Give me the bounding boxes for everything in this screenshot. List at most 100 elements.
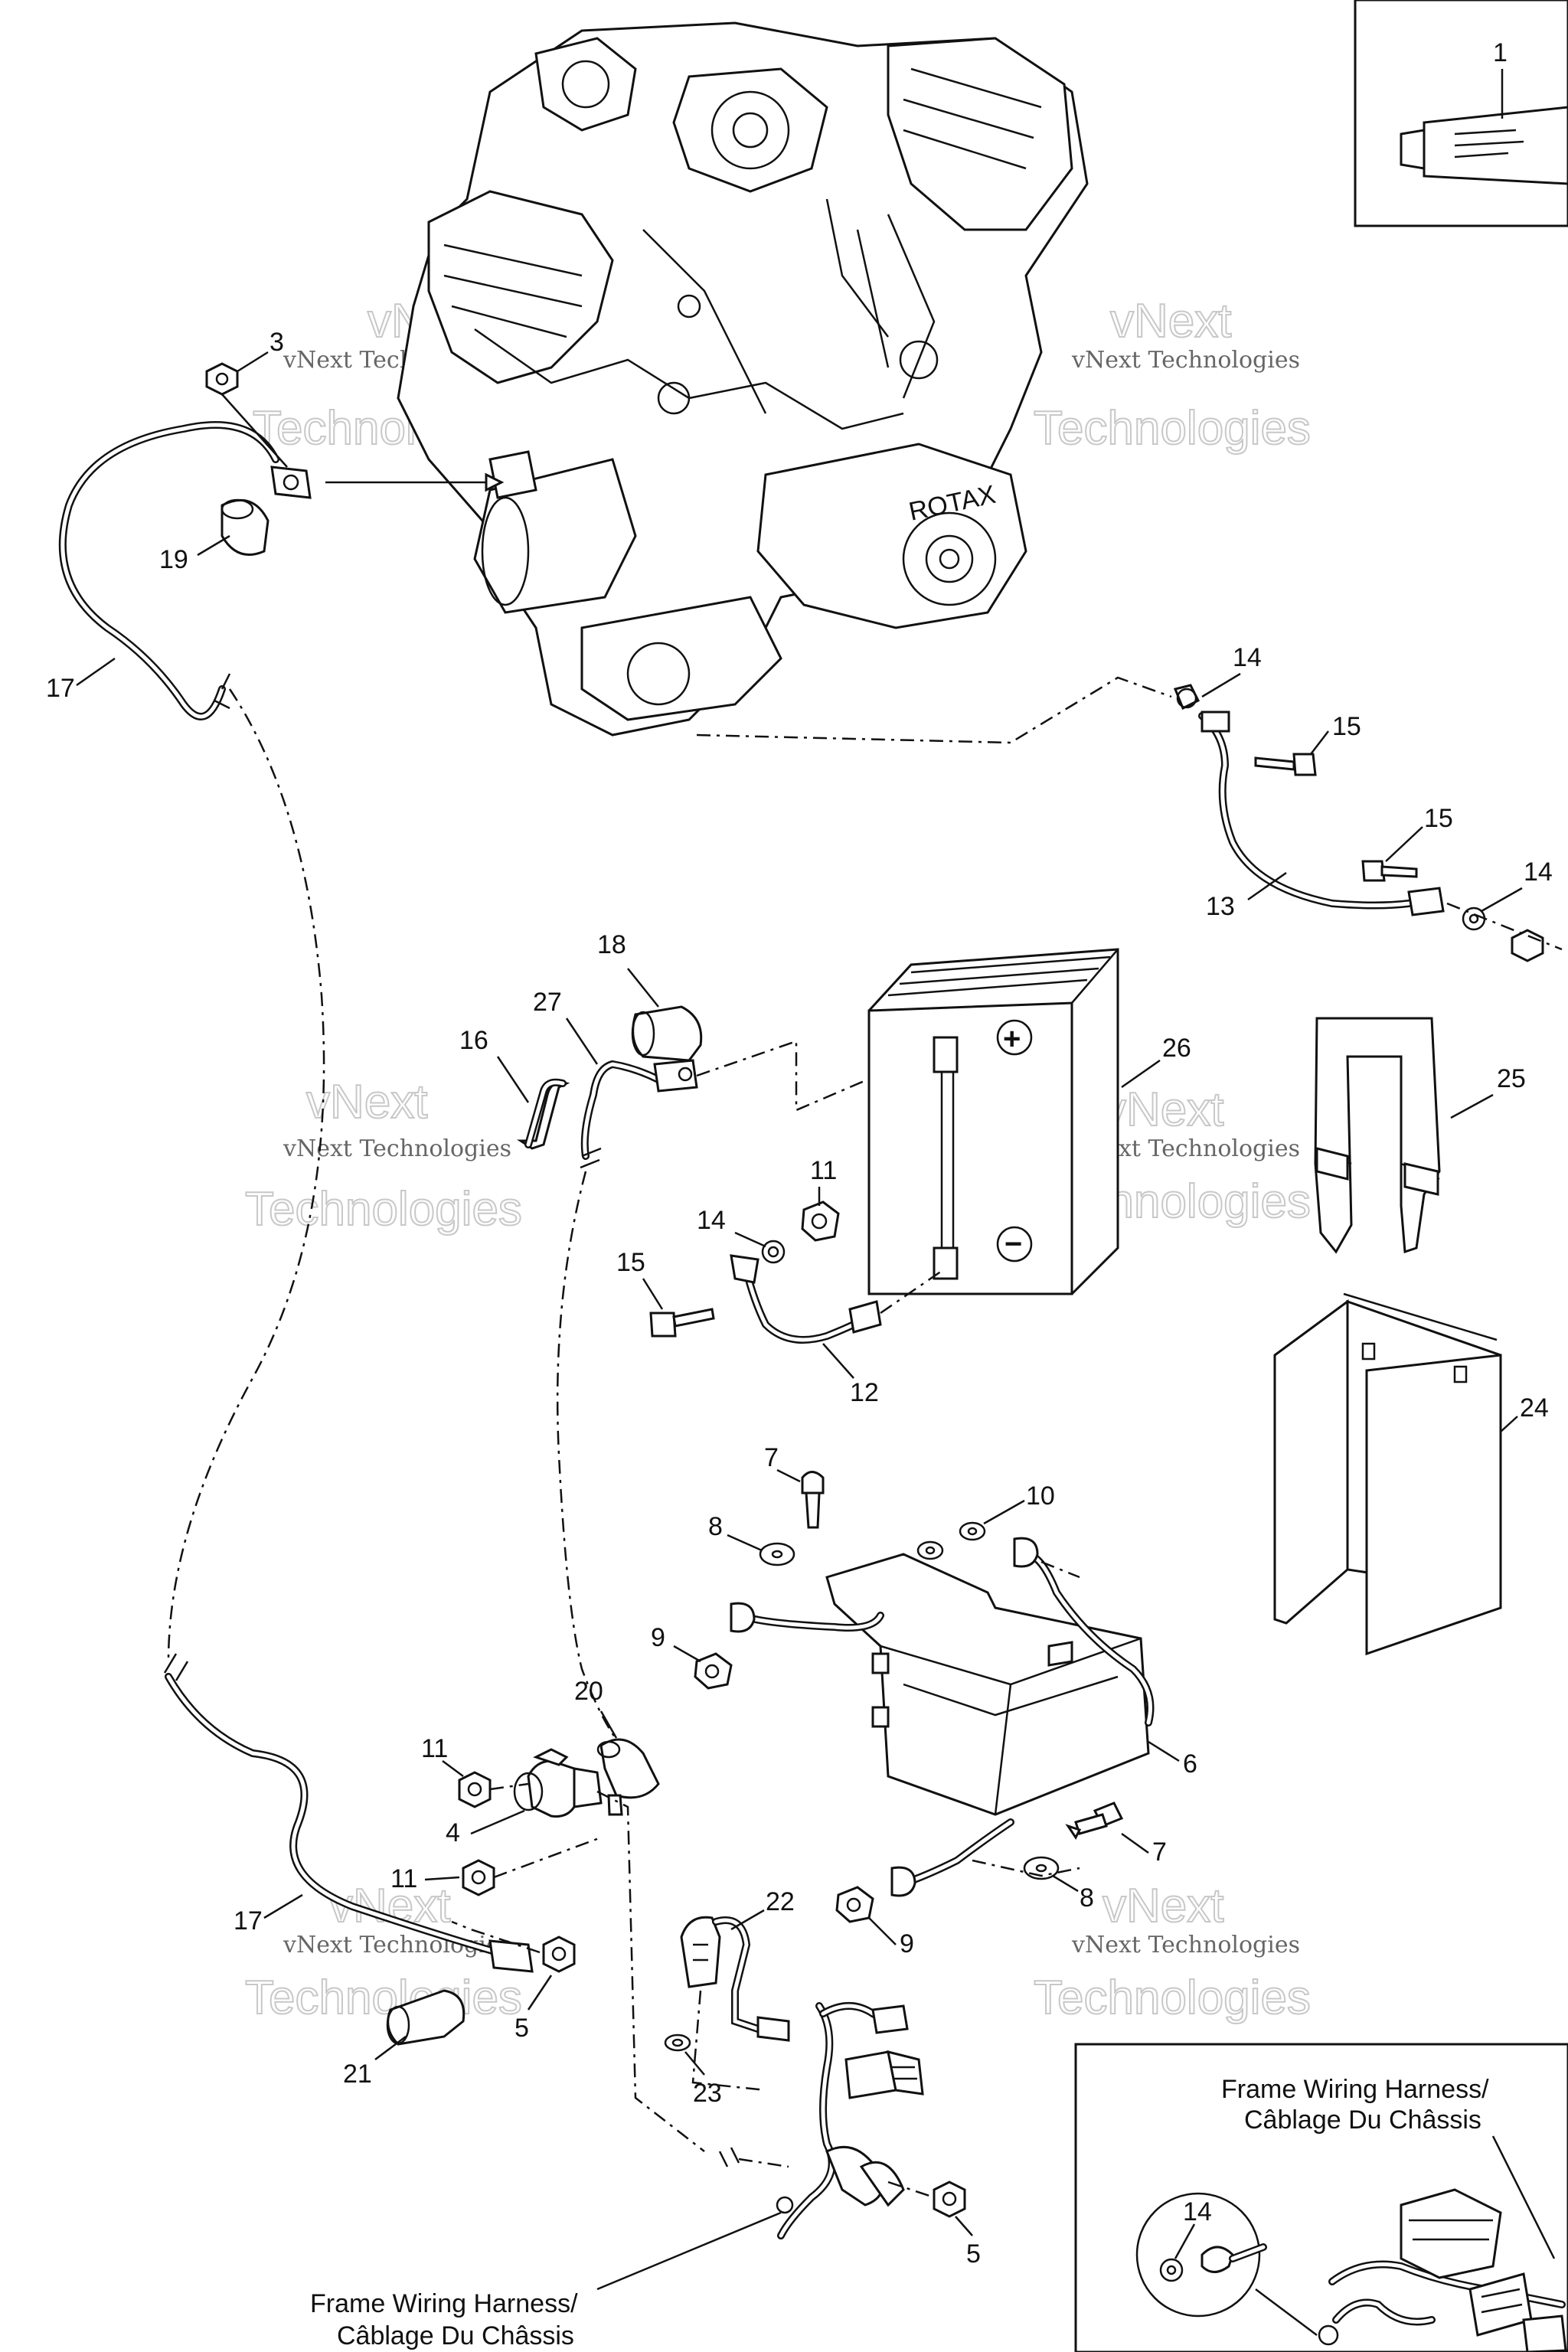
callout-15-top: 15 xyxy=(1332,712,1361,741)
part-14-star-washer xyxy=(761,1240,786,1264)
callout-19: 19 xyxy=(159,545,188,574)
callout-5-upper: 5 xyxy=(514,2014,529,2043)
callout-4: 4 xyxy=(446,1818,460,1847)
part-16-tube xyxy=(517,1078,570,1150)
callout-6: 6 xyxy=(1183,1749,1197,1779)
part-18-terminal-boot xyxy=(631,1005,703,1062)
part-8-washer-top xyxy=(759,1542,795,1566)
part-10-washers xyxy=(916,1521,986,1560)
watermark-text: vNext Technologies xyxy=(283,1135,511,1162)
engine-assembly: ROTAX xyxy=(397,21,1089,737)
callout-25: 25 xyxy=(1497,1064,1526,1093)
harness-caption-bottom: Frame Wiring Harness/ Câblage Du Châssis xyxy=(310,2211,782,2350)
watermark-word-2: Technologies xyxy=(1034,1971,1311,2024)
harness-caption-line2: Câblage Du Châssis xyxy=(337,2321,574,2350)
callout-23: 23 xyxy=(693,2079,722,2108)
callout-9-top: 9 xyxy=(651,1623,665,1652)
inset-detail-circle: 14 xyxy=(1135,2192,1267,2318)
part-27-positive-cable xyxy=(556,1040,904,1754)
frame-wiring-harness xyxy=(718,2002,924,2239)
callout-14-mid: 14 xyxy=(697,1206,726,1235)
part-15-bolt xyxy=(649,1308,715,1338)
callout-24: 24 xyxy=(1520,1393,1549,1423)
watermark-word-1: vNext xyxy=(1102,1083,1223,1136)
callout-20: 20 xyxy=(574,1677,603,1706)
callout-3: 3 xyxy=(270,328,284,357)
callout-15-mid: 15 xyxy=(616,1248,645,1277)
callout-17-top: 17 xyxy=(46,674,75,703)
harness-caption-line1: Frame Wiring Harness/ xyxy=(310,2289,578,2318)
watermark-word-2: Technologies xyxy=(1034,402,1311,455)
part-4-starter-solenoid xyxy=(513,1748,705,2152)
callout-11-lower: 11 xyxy=(390,1864,417,1893)
watermark-word-1: vNext xyxy=(306,1076,427,1129)
watermark-text: vNext Technologies xyxy=(1071,347,1300,374)
watermark-word-2: Technologies xyxy=(245,1183,522,1236)
battery-negative-symbol: − xyxy=(1004,1227,1022,1261)
callout-11-top: 11 xyxy=(810,1156,837,1185)
inset-caption-line2: Câblage Du Châssis xyxy=(1244,2105,1481,2135)
callout-15-mid: 15 xyxy=(1424,804,1453,833)
battery-positive-symbol: + xyxy=(1003,1022,1021,1056)
watermark-mid-left: vNext Technologies vNext Technologies xyxy=(244,1075,523,1236)
callout-17-bottom: 17 xyxy=(234,1906,263,1936)
part-13-ground-cable xyxy=(696,676,1563,962)
arrow-head xyxy=(485,472,505,492)
inset-harness-connectors xyxy=(1328,2188,1567,2352)
watermark-low-right: vNext Technologies vNext Technologies xyxy=(1033,1879,1312,2025)
part-5-nut-lower xyxy=(887,2180,966,2218)
callout-26: 26 xyxy=(1162,1034,1191,1063)
callout-21: 21 xyxy=(343,2060,372,2089)
part-11-nut-top xyxy=(801,1200,840,1242)
part-20-boot xyxy=(596,1738,660,1799)
callout-14-inset: 14 xyxy=(1183,2197,1212,2226)
callout-9-bottom: 9 xyxy=(900,1929,914,1958)
part-6-battery-tray xyxy=(730,1537,1155,1897)
callout-12: 12 xyxy=(850,1378,879,1407)
part-25-battery-strap xyxy=(1314,1017,1441,1254)
callout-14-top: 14 xyxy=(1233,643,1262,672)
part-19-protective-boot: 19 xyxy=(159,498,270,574)
callout-8-top: 8 xyxy=(708,1512,723,1541)
part-11-nut-lower xyxy=(462,1836,602,1896)
callout-8-bottom: 8 xyxy=(1080,1883,1094,1913)
part-9-nut-bottom xyxy=(835,1886,874,1923)
part-1-inset: 1 xyxy=(1354,0,1568,227)
watermark-low-left: vNext Technologies vNext Technologies xyxy=(244,1879,523,2025)
part-7-bolt-bottom xyxy=(1065,1802,1124,1840)
part-23-washer xyxy=(664,2034,691,2052)
part-9-nut-top xyxy=(694,1652,733,1690)
part-17-battery-cable xyxy=(58,421,534,1973)
callout-7-bottom: 7 xyxy=(1152,1838,1167,1867)
part-24-battery-cover xyxy=(1273,1292,1502,1656)
inset-caption-line1: Frame Wiring Harness/ xyxy=(1221,2075,1489,2104)
callout-16: 16 xyxy=(459,1026,488,1055)
part-21-boot xyxy=(386,1989,466,2046)
callout-18: 18 xyxy=(597,930,626,959)
part-8-washer-bottom xyxy=(1023,1856,1060,1880)
watermark-word-2: Technologies xyxy=(245,1971,522,2024)
part-22-sensor xyxy=(680,1916,790,2092)
watermark-top-right: vNext Technologies vNext Technologies xyxy=(1033,294,1312,456)
part-7-bolt-top xyxy=(801,1471,825,1529)
callout-7-top: 7 xyxy=(764,1443,779,1472)
part-5-nut-upper xyxy=(451,1920,576,1973)
callout-13: 13 xyxy=(1206,892,1235,921)
callout-27: 27 xyxy=(533,988,562,1017)
part-12-negative-cable xyxy=(730,1254,942,1344)
callout-14-right: 14 xyxy=(1524,858,1553,887)
watermark-word-1: vNext xyxy=(1102,1880,1223,1932)
part-26-battery: + − xyxy=(867,948,1119,1295)
watermark-word-1: vNext xyxy=(1110,295,1231,348)
callout-5-lower: 5 xyxy=(966,2239,981,2269)
harness-inset: Frame Wiring Harness/ Câblage Du Châssis… xyxy=(1074,2043,1568,2352)
part-11-nut-upper xyxy=(458,1771,529,1808)
callout-1: 1 xyxy=(1493,38,1508,67)
callout-11-upper: 11 xyxy=(421,1734,448,1763)
watermark-text: vNext Technologies xyxy=(1071,1932,1300,1958)
part-3-nut: 3 xyxy=(205,328,288,468)
callout-10: 10 xyxy=(1026,1481,1055,1511)
callout-22: 22 xyxy=(766,1887,795,1916)
grease-tube-icon xyxy=(1400,106,1568,185)
